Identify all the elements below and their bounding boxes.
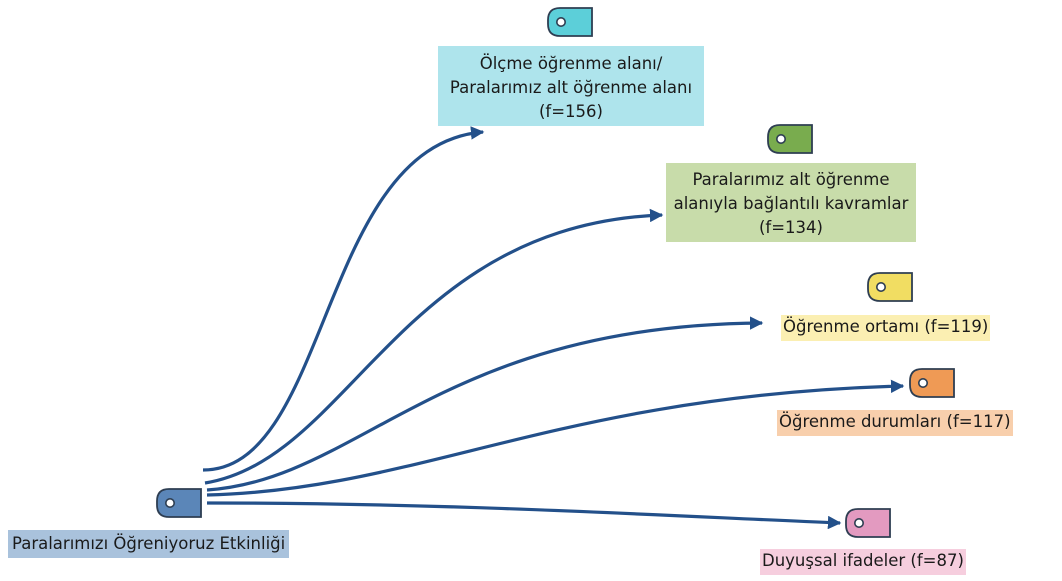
edges [202, 126, 905, 530]
root-node-label: Paralarımızı Öğreniyoruz Etkinliği [8, 530, 290, 558]
node-kavram-line-1: Paralarımız alt öğrenme [692, 170, 890, 189]
node-ortam-label: Öğrenme ortamı (f=119) [781, 315, 991, 341]
kavram-tag-icon [767, 124, 813, 154]
edge-duyu [206, 501, 842, 530]
node-duyu-label: Duyuşsal ifadeler (f=87) [760, 549, 966, 575]
node-olcme-line-2: Paralarımız alt öğrenme alanı [449, 78, 693, 97]
ortam-tag-icon [867, 272, 913, 302]
node-kavram-label: Paralarımız alt öğrenme alanıyla bağlant… [666, 163, 916, 242]
duyu-tag-icon [845, 508, 891, 538]
edge-olcme [202, 126, 485, 472]
root-tag-icon [156, 488, 202, 518]
node-kavram-line-3: (f=134) [758, 218, 823, 237]
edge-durum [206, 379, 905, 497]
edge-kavram [204, 208, 664, 485]
node-durum-label: Öğrenme durumları (f=117) [777, 410, 1013, 436]
edge-ortam [206, 316, 764, 492]
tags [156, 7, 955, 538]
durum-tag-icon [909, 368, 955, 398]
node-olcme-line-3: (f=156) [538, 102, 603, 121]
node-kavram-line-2: alanıyla bağlantılı kavramlar [673, 194, 909, 213]
node-olcme-line-1: Ölçme öğrenme alanı/ [479, 54, 663, 73]
node-olcme-label: Ölçme öğrenme alanı/ Paralarımız alt öğr… [438, 46, 704, 126]
olcme-tag-icon [547, 7, 593, 37]
